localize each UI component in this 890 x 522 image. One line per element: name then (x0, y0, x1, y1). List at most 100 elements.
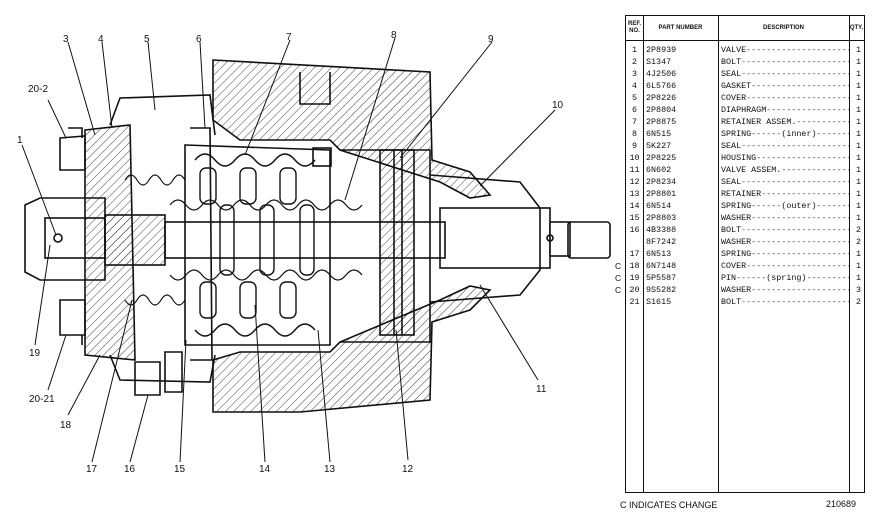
part-number-cell: 2P8801 (646, 189, 677, 199)
callout-16: 16 (124, 464, 136, 475)
ref-no-cell: 5 (631, 93, 638, 103)
leader-dots: ----------------------------------- (741, 69, 849, 79)
description-cell: GASKET----------------------------------… (721, 80, 849, 92)
qty-cell: 1 (855, 177, 862, 187)
description-text: SEAL (721, 141, 742, 151)
ref-no-cell: 17 (629, 249, 640, 259)
description-note: (outer) (781, 201, 817, 211)
leader-dots: ----------------------------------- (751, 237, 849, 247)
piston-disk (379, 149, 415, 336)
callout-4: 4 (98, 34, 104, 45)
callout-3: 3 (63, 34, 69, 45)
leader-dots: ----------------------------------- (796, 117, 849, 127)
column-divider (718, 16, 719, 492)
table-row: 164B3388BOLT----------------------------… (626, 224, 866, 236)
description-text: SEAL (721, 69, 742, 79)
part-number-cell: 2P8234 (646, 177, 677, 187)
leader-dots: ----------------------------------- (751, 81, 849, 91)
description-text: SPRING (721, 129, 752, 139)
part-number-cell: 2P8803 (646, 213, 677, 223)
description-text: PIN (721, 273, 737, 283)
change-mark: C (614, 273, 622, 283)
ref-no-cell: 6 (631, 105, 638, 115)
ref-no-cell: 15 (629, 213, 640, 223)
qty-cell: 3 (855, 285, 862, 295)
description-text: VALVE (721, 45, 747, 55)
change-mark: C (614, 261, 622, 271)
leader-dots: --------------------------- (816, 129, 850, 139)
table-row: 2S1347BOLT------------------------------… (626, 56, 866, 68)
description-cell: SPRING------(inner)---------------------… (721, 128, 849, 140)
callout-7: 7 (286, 32, 292, 43)
part-number-cell: 2P8939 (646, 45, 677, 55)
bolt-lower-left (59, 299, 86, 345)
threaded-rod (104, 214, 166, 266)
qty-cell: 1 (855, 261, 862, 271)
ref-no-cell: 19 (629, 273, 640, 283)
callout-20-2: 20-2 (28, 84, 48, 95)
description-cell: HOUSING---------------------------------… (721, 152, 849, 164)
bolt-upper-left (59, 127, 86, 171)
qty-cell: 1 (855, 93, 862, 103)
header-ref-no: REF. NO. (626, 16, 643, 41)
description-cell: COVER----------------------------------- (721, 92, 849, 104)
leader-dots: ----------------------------------- (741, 57, 849, 67)
ref-no-cell: 14 (629, 201, 640, 211)
table-row: 6 2P8804 DIAPHRAGM------------------------… (626, 104, 866, 116)
description-text: WASHER (721, 213, 752, 223)
washer-lower (164, 351, 183, 393)
description-cell: BOLT----------------------------------- (721, 224, 849, 236)
description-text: COVER (721, 93, 747, 103)
outer-spring (194, 153, 316, 337)
column-divider (643, 16, 644, 492)
table-row: C209S5282WASHER-------------------------… (615, 284, 866, 296)
description-text: DIAPHRAGM (721, 105, 767, 115)
ref-no-cell: 10 (629, 153, 640, 163)
description-text: RETAINER ASSEM. (721, 117, 797, 127)
callout-5: 5 (144, 34, 150, 45)
part-number-cell: 6N514 (646, 201, 672, 211)
part-number-cell: 2P8226 (646, 93, 677, 103)
table-row: 122P8234SEAL----------------------------… (626, 176, 866, 188)
bolt-lower-center (134, 361, 161, 396)
header-qty: QTY. (849, 16, 864, 41)
description-text: BOLT (721, 225, 742, 235)
header-description: DESCRIPTION (718, 16, 849, 41)
ref-no-cell: 9 (631, 141, 638, 151)
part-number-cell: 9S5282 (646, 285, 677, 295)
table-row: 46L5766GASKET---------------------------… (626, 80, 866, 92)
ref-no-cell: 8 (631, 129, 638, 139)
ref-no-cell: 20 (629, 285, 640, 295)
callout-17: 17 (86, 464, 98, 475)
qty-cell: 2 (855, 225, 862, 235)
description-cell: RETAINER ASSEM.-------------------------… (721, 116, 849, 128)
description-cell: COVER----------------------------------- (721, 260, 849, 272)
leader-dots: ----------------------------------- (751, 285, 849, 295)
leader-dots: ----------------------------------- (766, 105, 849, 115)
change-indicator-note: C INDICATES CHANGE (620, 500, 718, 510)
table-row: 15 2P8803 WASHER--------------------------… (626, 212, 866, 224)
pin-hole-right (546, 234, 554, 242)
drawing-number: 210689 (826, 499, 857, 509)
part-number-cell: 5K227 (646, 141, 672, 151)
qty-cell: 1 (855, 273, 862, 283)
change-mark: C (614, 285, 622, 295)
description-text: SEAL (721, 177, 742, 187)
callout-6: 6 (196, 34, 202, 45)
part-number-cell: 6N7148 (646, 261, 677, 271)
table-row: 8F7242WASHER----------------------------… (626, 236, 866, 248)
table-row: 132P8801RETAINER------------------------… (626, 188, 866, 200)
callout-15: 15 (174, 464, 186, 475)
part-number-cell: S1347 (646, 57, 672, 67)
leader-dots: ----------------------------------- (751, 213, 849, 223)
description-text: SPRING (721, 249, 752, 259)
qty-cell: 1 (855, 57, 862, 67)
callout-1: 1 (17, 135, 23, 146)
stem-end-nut (567, 221, 611, 259)
valve-stem-right (439, 207, 551, 269)
leader-dots: ----------------------------------- (741, 297, 849, 307)
qty-cell: 1 (855, 81, 862, 91)
table-row: 5 2P8226 COVER----------------------------… (626, 92, 866, 104)
ref-no-cell: 11 (629, 165, 640, 175)
part-number-cell: 2P8804 (646, 105, 677, 115)
